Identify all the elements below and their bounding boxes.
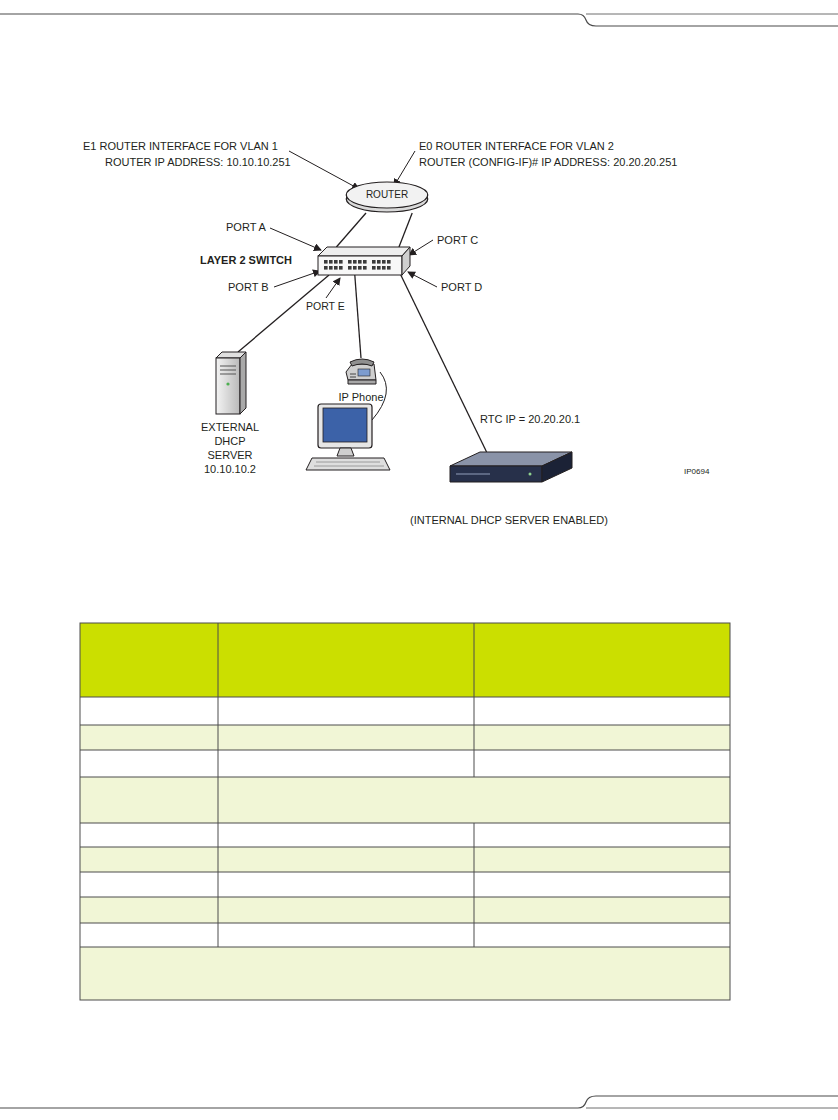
switch-icon xyxy=(318,247,410,275)
router-name: ROUTER xyxy=(345,181,429,209)
header-rule xyxy=(0,14,838,26)
switch-port xyxy=(348,260,352,264)
switch-port xyxy=(358,266,362,270)
router-node: ROUTER xyxy=(345,181,429,213)
switch-port xyxy=(372,260,376,264)
server-node: EXTERNAL DHCP SERVER 10.10.10.2 xyxy=(214,352,246,414)
switch-port xyxy=(363,260,367,264)
pc-computer xyxy=(306,372,390,470)
switch-port xyxy=(382,266,386,270)
switch-port xyxy=(339,266,343,270)
phone-node: IP Phone xyxy=(344,358,378,386)
switch-port xyxy=(382,260,386,264)
ip-phone-icon xyxy=(344,358,378,386)
interface-label: E1 ROUTER INTERFACE FOR VLAN 1 xyxy=(83,140,278,153)
switch-port xyxy=(334,266,338,270)
ip-label: ROUTER (CONFIG-IF)# IP ADDRESS: 20.20.20… xyxy=(419,156,677,169)
port-label: PORT C xyxy=(437,234,478,247)
port-label: PORT B xyxy=(228,281,269,294)
switch-port xyxy=(329,266,333,270)
phone-name: IP Phone xyxy=(338,391,383,404)
interface-label: E0 ROUTER INTERFACE FOR VLAN 2 xyxy=(419,140,614,153)
figure-id: IP0694 xyxy=(684,465,709,478)
switch-port xyxy=(348,266,352,270)
switch-port xyxy=(377,260,381,264)
switch-name: LAYER 2 SWITCH xyxy=(200,254,292,267)
switch-port xyxy=(377,266,381,270)
empty-table xyxy=(80,623,730,1000)
switch-port xyxy=(387,266,391,270)
footer-rule xyxy=(0,1096,838,1108)
rtc-note: (INTERNAL DHCP SERVER ENABLED) xyxy=(410,514,608,527)
rtc-unit xyxy=(450,452,572,490)
port-label: PORT D xyxy=(441,281,482,294)
switch-port xyxy=(358,260,362,264)
network-cable xyxy=(399,213,412,247)
leader-line xyxy=(270,151,437,298)
switch-port xyxy=(339,260,343,264)
switch-port xyxy=(334,260,338,264)
network-cable xyxy=(336,213,366,247)
port-label: PORT E xyxy=(306,300,345,313)
switch-node: LAYER 2 SWITCH xyxy=(318,247,410,275)
switch-port xyxy=(372,266,376,270)
rtc-node: RTC IP = 20.20.20.1(INTERNAL DHCP SERVER… xyxy=(450,452,572,490)
switch-port xyxy=(329,260,333,264)
server-name: EXTERNAL DHCP SERVER 10.10.10.2 xyxy=(192,420,268,476)
server-tower xyxy=(214,352,246,414)
switch-port xyxy=(324,266,328,270)
switch-port xyxy=(387,260,391,264)
network-cable xyxy=(401,275,487,452)
network-cable xyxy=(355,275,361,358)
switch-port xyxy=(353,260,357,264)
rtc-address: RTC IP = 20.20.20.1 xyxy=(480,413,580,426)
switch-port xyxy=(324,260,328,264)
ip-label: ROUTER IP ADDRESS: 10.10.10.251 xyxy=(105,156,291,169)
switch-port xyxy=(353,266,357,270)
port-label: PORT A xyxy=(226,221,266,234)
switch-port xyxy=(363,266,367,270)
